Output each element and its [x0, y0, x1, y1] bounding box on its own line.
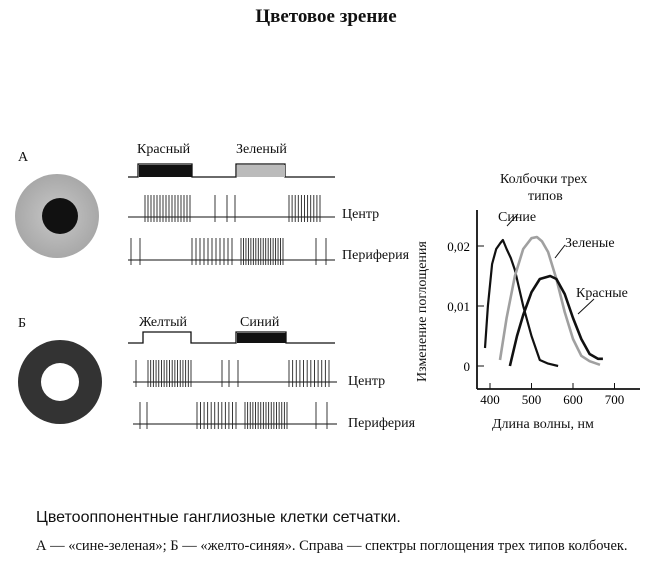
stimulus-trace-b [128, 331, 335, 344]
legend-blue: Синие [498, 210, 537, 225]
stimulus-label-green: Зеленый [236, 142, 287, 157]
receptive-field-b-center [41, 363, 79, 401]
series-line-1 [498, 235, 601, 367]
y-tick-label: 0,02 [447, 239, 470, 254]
leader-green [554, 244, 566, 259]
caption-title: Цветооппонентные ганглиозные клетки сетч… [36, 509, 401, 526]
chart-title-line2: типов [528, 189, 563, 204]
leader-blue [506, 213, 519, 227]
y-tick-label: 0,01 [447, 299, 470, 314]
x-tick-label: 600 [563, 392, 583, 407]
panel-b-letter: Б [18, 316, 27, 331]
row-label-center-b: Центр [348, 374, 386, 389]
panel-a-letter: А [18, 150, 29, 165]
figure-title: Цветовое зрение [255, 6, 397, 27]
receptive-field-a-center [42, 198, 78, 234]
stimulus-label-yellow: Желтый [139, 315, 188, 330]
stimulus-label-blue: Синий [240, 315, 280, 330]
legend-red: Красные [576, 286, 628, 301]
row-label-periphery-b: Периферия [348, 416, 416, 431]
series-line-0 [483, 238, 559, 368]
y-axis-label: Изменение поглощения [415, 241, 430, 382]
stimulus-blue-bar [237, 333, 286, 343]
row-label-periphery-a: Периферия [342, 248, 410, 263]
x-tick-label: 700 [605, 392, 625, 407]
leader-red [577, 298, 595, 315]
row-label-center-a: Центр [342, 207, 380, 222]
x-tick-label: 500 [522, 392, 542, 407]
caption-text: А — «сине-зеленая»; Б — «желто-синяя». С… [36, 538, 628, 554]
y-tick-label: 0 [464, 359, 471, 374]
legend-green: Зеленые [565, 236, 615, 251]
stimulus-label-red: Красный [137, 142, 191, 157]
stimulus-red-bar [139, 165, 192, 177]
x-tick-label: 400 [480, 392, 500, 407]
chart-title-line1: Колбочки трех [500, 172, 588, 187]
series-line-2 [508, 274, 603, 367]
stimulus-green-bar [237, 165, 285, 177]
x-axis-label: Длина волны, нм [492, 417, 594, 432]
